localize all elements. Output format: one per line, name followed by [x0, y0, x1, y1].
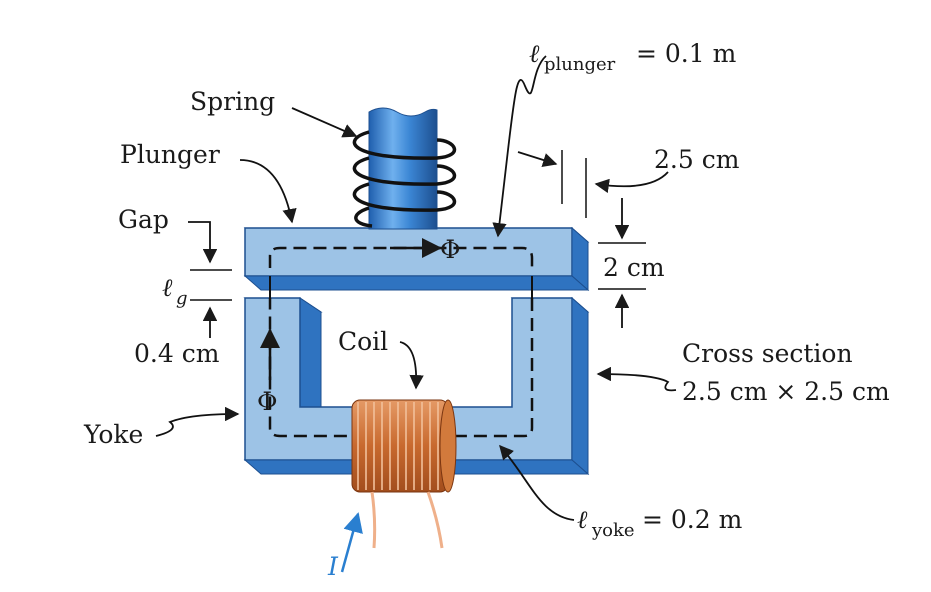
- cross-section-title: Cross section: [682, 339, 853, 368]
- plunger-label: Plunger: [120, 140, 220, 169]
- spring-leader: [291, 107, 358, 138]
- gap-leader: [188, 221, 218, 264]
- yoke-leader: [155, 406, 240, 437]
- yoke-length-symbol: ℓ: [577, 505, 588, 534]
- current-arrow: [340, 512, 363, 573]
- spring-label: Spring: [190, 87, 275, 116]
- gap-label: Gap: [118, 205, 169, 234]
- plunger: [243, 226, 590, 292]
- gap-length-label: 0.4 cm: [134, 339, 220, 368]
- yoke-length-leader: [499, 444, 575, 521]
- depth-arrow-left: [517, 151, 558, 167]
- yoke-length-value: = 0.2 m: [642, 505, 743, 534]
- cross-section-leader: [596, 366, 677, 392]
- flux-label-yoke: Φ: [257, 387, 278, 416]
- plunger-length-subscript: plunger: [544, 54, 616, 75]
- spring: [352, 130, 457, 228]
- depth-dimension-label: 2.5 cm: [654, 145, 740, 174]
- plunger-leader: [239, 159, 297, 224]
- thickness-dimension-label: 2 cm: [603, 253, 665, 282]
- coil-leader: [399, 341, 424, 390]
- plunger-rod: [368, 107, 438, 230]
- plunger-length-value: = 0.1 m: [636, 39, 737, 68]
- coil-label: Coil: [338, 327, 388, 356]
- cross-section-value: 2.5 cm × 2.5 cm: [682, 377, 890, 406]
- flux-label-plunger: Φ: [440, 235, 461, 264]
- coil-leads: [370, 491, 444, 549]
- coil: [351, 399, 457, 493]
- plunger-length-symbol: ℓ: [529, 39, 540, 68]
- gap-symbol: ℓ: [162, 273, 173, 302]
- plunger-length-leader: [492, 55, 547, 238]
- yoke-label: Yoke: [83, 420, 143, 449]
- yoke-length-subscript: yoke: [591, 520, 635, 541]
- depth-arrow-right: [594, 171, 669, 194]
- current-label: I: [327, 552, 339, 581]
- gap-subscript: g: [176, 288, 188, 309]
